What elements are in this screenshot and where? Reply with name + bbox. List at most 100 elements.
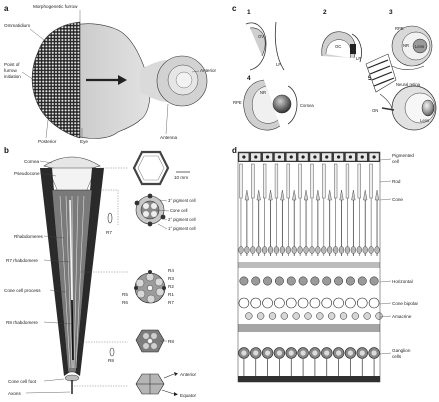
- photoreceptor-nucleus: [250, 246, 256, 254]
- label-cornea-4: Cornea: [300, 103, 314, 108]
- label-r6: R6: [122, 300, 128, 305]
- panel-b: b R7 R8 Cornea Pseudocone Rhabd: [4, 146, 197, 398]
- r7-cross-section-icon: [107, 212, 113, 224]
- photoreceptor-nucleus: [279, 246, 285, 254]
- ganglion-cell-nucleus: [241, 350, 247, 356]
- cone-outer-segment: [351, 189, 356, 201]
- photoreceptor-nucleus: [238, 246, 244, 254]
- cone-outer-segment: [315, 189, 320, 201]
- horizontal-cell: [251, 276, 261, 286]
- label-pigmented-cell: Pigmented cell: [392, 153, 415, 164]
- ganglion-cell-nucleus: [359, 350, 365, 356]
- label-morphogenetic-furrow: Morphogenetic furrow: [33, 4, 78, 9]
- step-3-number: 3: [389, 9, 393, 16]
- panel-a-letter: a: [4, 4, 9, 13]
- label-anterior-a: Anterior: [200, 68, 217, 73]
- cone-bipolar-cell: [238, 297, 250, 309]
- panel-c-letter: c: [232, 4, 237, 13]
- label-r3: R3: [168, 276, 174, 281]
- label-cone-bipolar: Cone bipolar: [392, 301, 419, 306]
- panel-d: d Pigmented cell Rod Cone Horizontal Con…: [232, 146, 419, 383]
- step-2-number: 2: [323, 9, 327, 16]
- optic-cup-stage: [321, 31, 362, 63]
- cone-outer-segment: [339, 189, 344, 201]
- ganglion-cell-nucleus: [264, 350, 271, 356]
- amacrine-cell: [245, 312, 253, 320]
- rhabdomere-streaks: [59, 195, 85, 369]
- pigment-wall-left: [40, 168, 70, 376]
- ganglion-cell-nucleus: [300, 350, 306, 356]
- inner-plexiform-layer: [238, 324, 380, 332]
- photoreceptor-nucleus: [333, 246, 339, 254]
- hexagon-lattice-section: [132, 150, 170, 186]
- photoreceptor-nucleus: [309, 246, 315, 254]
- pigmented-cell-nucleus: [242, 155, 246, 159]
- label-cone-cell-foot: Cone cell foot: [8, 379, 37, 384]
- ganglion-cell-nucleus: [288, 350, 294, 356]
- photoreceptor-nucleus: [321, 246, 327, 254]
- cornea-formation-stage: [243, 79, 298, 131]
- photoreceptor-nucleus: [267, 246, 274, 254]
- lens-vesicle-stage: [391, 25, 433, 71]
- pigmented-cell-nucleus: [360, 155, 364, 159]
- photoreceptor-nucleus: [368, 246, 374, 254]
- label-cone-cell: Cone cell: [170, 208, 188, 213]
- cone-bipolar-cell: [262, 297, 273, 309]
- photoreceptor-nucleus: [338, 246, 345, 254]
- label-scale: 10 mm: [174, 175, 188, 180]
- step-5-number: 5: [368, 75, 372, 82]
- horizontal-cell: [298, 276, 308, 286]
- photoreceptor-nucleus: [327, 246, 333, 254]
- horizontal-cell: [345, 276, 355, 286]
- cone-outer-segment: [268, 189, 273, 201]
- label-axons: Axons: [8, 391, 21, 396]
- label-r7-rhabdomere: R7 rhabdomere: [6, 258, 38, 263]
- photoreceptor-nucleus: [374, 246, 380, 254]
- label-horizontal: Horizontal: [392, 279, 413, 284]
- cone-bipolar-cell: [297, 297, 309, 309]
- horizontal-cell: [357, 276, 367, 286]
- horizontal-cell: [310, 276, 320, 286]
- photoreceptor-nucleus: [297, 246, 303, 254]
- rod-outer-segment: [310, 163, 314, 199]
- horizontal-cell: [369, 276, 379, 286]
- cone-outer-segment: [363, 189, 368, 201]
- panel-b-letter: b: [4, 146, 9, 155]
- pseudocone: [47, 167, 97, 193]
- outer-plexiform-layer: [238, 262, 380, 268]
- amacrine-cell: [339, 312, 348, 320]
- rod-outer-segment: [274, 163, 279, 199]
- amacrine-cell: [268, 312, 277, 320]
- pigmented-cell-nucleus: [348, 155, 353, 159]
- label-antenna: Antenna: [160, 135, 178, 140]
- label-r8-section: R8: [168, 339, 174, 344]
- label-r5: R5: [122, 292, 128, 297]
- label-nr-4: NR: [260, 90, 266, 95]
- amacrine-cell: [328, 312, 336, 320]
- label-r8-rhabdomere: R8 rhabdomere: [6, 320, 38, 325]
- label-cone-cell-process: Cone cell process: [4, 288, 41, 293]
- ganglion-cell-nucleus: [324, 350, 330, 356]
- cone-bipolar-cell: [274, 297, 285, 309]
- rod-outer-segment: [334, 163, 338, 199]
- furrow-arrow-head: [118, 75, 127, 85]
- panel-a: a Morphogenetic furrow Ommatidium Point …: [4, 4, 217, 144]
- pigmented-cell-nucleus: [265, 155, 270, 159]
- label-neural-retina: Neural retina: [396, 82, 421, 87]
- cone-outer-segment: [256, 189, 261, 201]
- horizontal-cell: [334, 276, 344, 286]
- horizontal-cell: [286, 276, 296, 286]
- label-3-pigment-cell: 3° pigment cell: [168, 198, 196, 203]
- pigmented-cell-nucleus: [336, 155, 341, 159]
- photoreceptor-nucleus: [262, 246, 268, 254]
- label-equator: Equator: [180, 393, 197, 398]
- label-oc: OC: [335, 44, 341, 49]
- label-point-of-furrow-initiation: Point of furrow initiation: [4, 62, 21, 79]
- label-ganglion-cells: Ganglion cells: [392, 348, 412, 359]
- horizontal-cell: [263, 276, 273, 286]
- r8-cross-section-icon: [109, 347, 115, 357]
- amacrine-cell: [304, 312, 312, 320]
- label-r4: R4: [168, 268, 174, 273]
- antenna-core: [175, 71, 193, 89]
